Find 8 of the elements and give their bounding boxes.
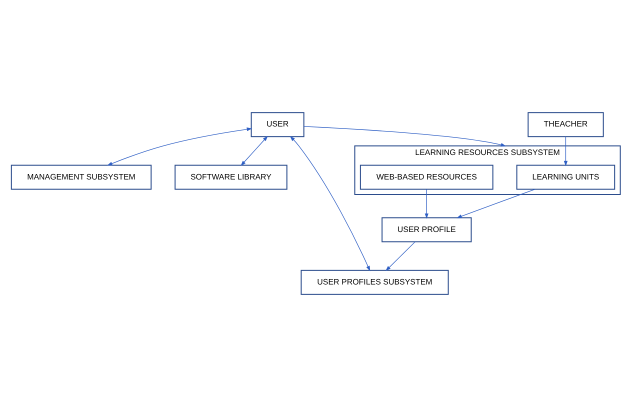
arrow [424,188,428,219]
arrow [240,136,268,166]
arrow [564,136,568,166]
arrow [304,126,506,147]
arrow [456,188,536,218]
arrow [386,242,416,272]
arrow [107,127,252,166]
arrow [290,136,370,272]
